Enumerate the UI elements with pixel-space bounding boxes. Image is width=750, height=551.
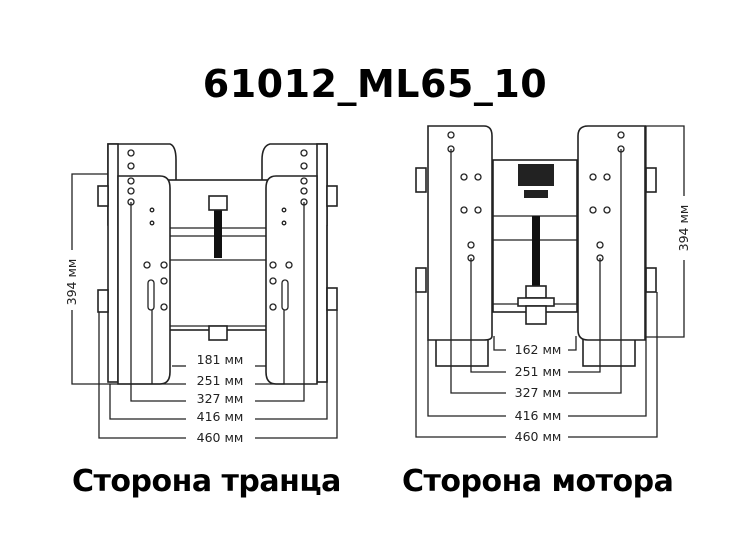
- left-width-label-4: 416 мм: [197, 409, 244, 424]
- right-width-label-1: 162 мм: [515, 342, 562, 357]
- right-view-caption: Сторона мотора: [402, 464, 674, 499]
- right-width-label-4: 416 мм: [515, 408, 562, 423]
- left-width-label-1: 181 мм: [197, 352, 244, 367]
- left-width-label-5: 460 мм: [197, 430, 244, 445]
- left-view-drawing: [71, 143, 338, 439]
- left-view-caption: Сторона транца: [72, 464, 341, 499]
- left-width-label-2: 251 мм: [197, 373, 244, 388]
- right-width-label-5: 460 мм: [515, 429, 562, 444]
- right-view-drawing: [415, 125, 685, 438]
- left-height-label: 394 мм: [64, 259, 79, 306]
- left-width-label-3: 327 мм: [197, 391, 244, 406]
- right-height-label: 394 мм: [676, 205, 691, 252]
- right-width-label-3: 327 мм: [515, 385, 562, 400]
- page-title: 61012_ML65_10: [202, 62, 548, 106]
- right-width-label-2: 251 мм: [515, 364, 562, 379]
